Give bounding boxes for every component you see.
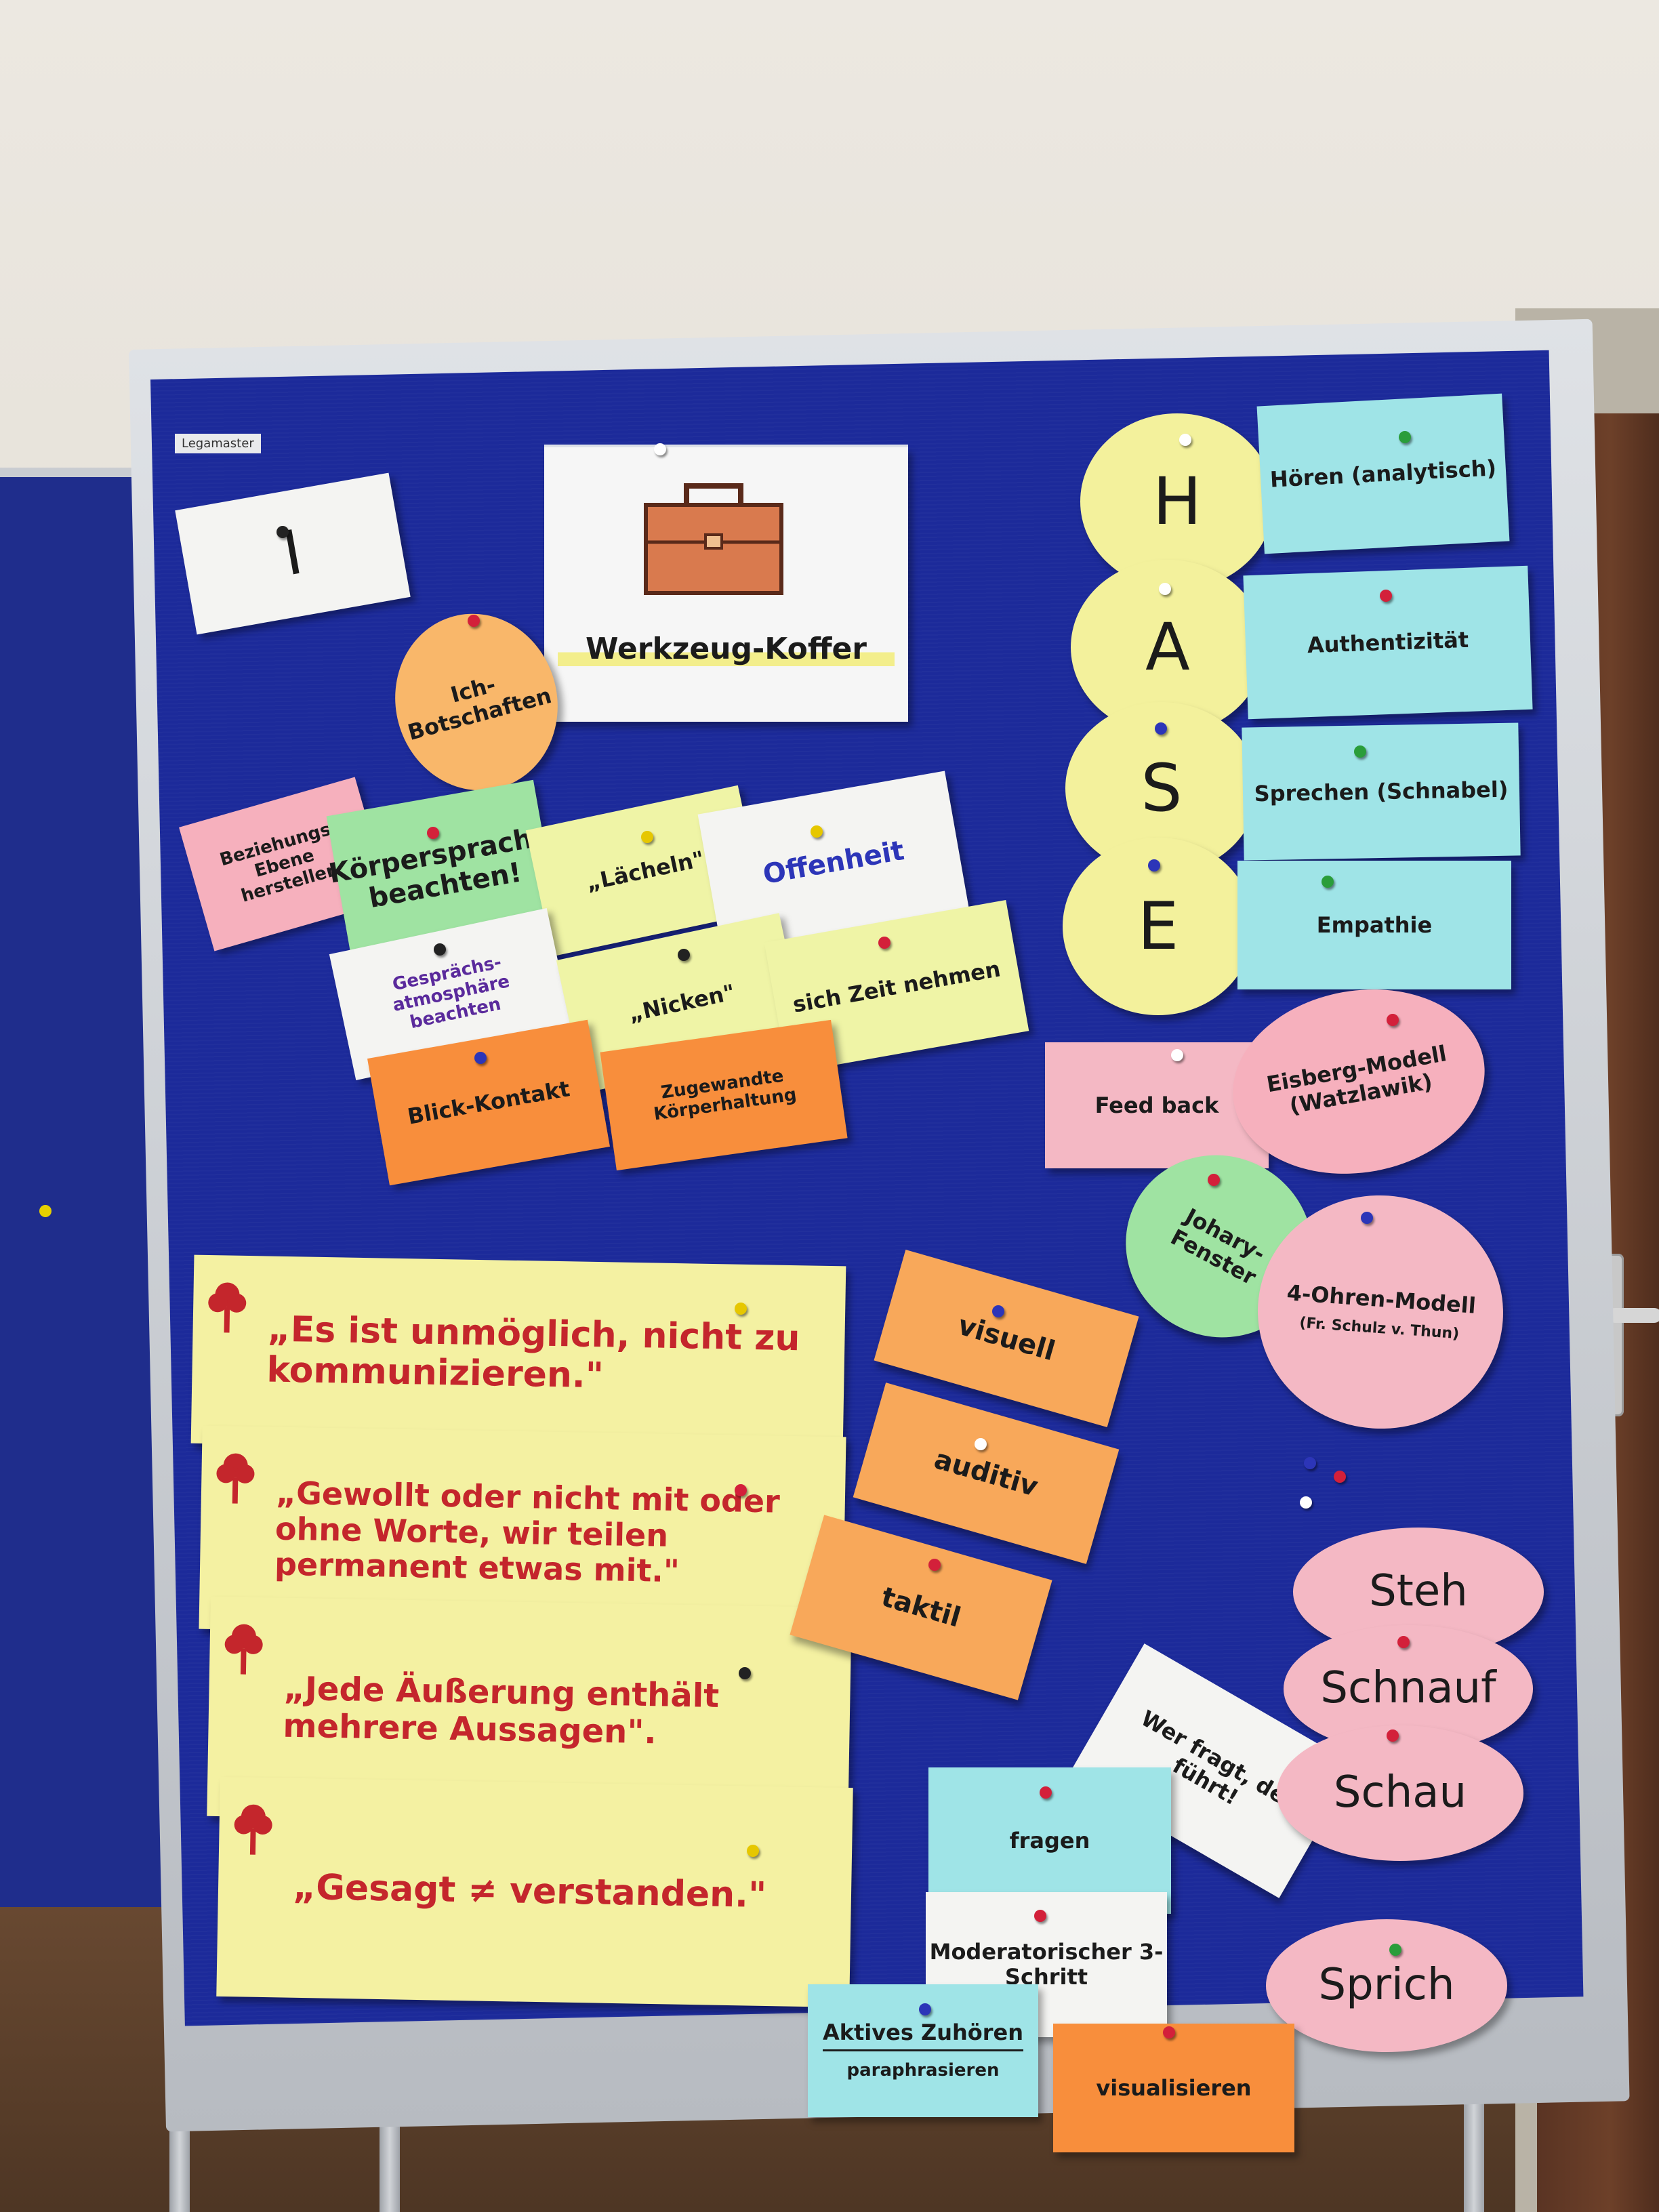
pin-icon bbox=[739, 1667, 751, 1679]
pin-icon bbox=[641, 831, 653, 843]
pin-icon bbox=[1361, 1212, 1373, 1224]
pin-icon bbox=[434, 943, 446, 956]
briefcase-icon bbox=[644, 483, 783, 595]
pin-icon bbox=[811, 825, 823, 838]
pin-icon bbox=[1159, 583, 1171, 595]
pin-icon bbox=[39, 1205, 52, 1217]
pin-icon bbox=[468, 615, 480, 627]
quote-card-3: „Jede Äußerung enthält mehrere Aussagen"… bbox=[207, 1596, 852, 1828]
hase-hoeren-card: Hören (analytisch) bbox=[1256, 393, 1510, 554]
pin-icon bbox=[654, 443, 666, 455]
pin-icon bbox=[1163, 2026, 1175, 2039]
pin-icon bbox=[427, 827, 439, 839]
pin-icon bbox=[1300, 1496, 1312, 1509]
hase-sprechen-card: Sprechen (Schnabel) bbox=[1242, 722, 1521, 861]
visualisieren-card: visualisieren bbox=[1053, 2024, 1294, 2152]
pin-icon bbox=[1399, 431, 1411, 443]
hase-authentizitaet-card: Authentizität bbox=[1243, 565, 1533, 720]
pin-icon bbox=[1380, 590, 1392, 602]
pin-icon bbox=[678, 949, 690, 961]
pin-icon bbox=[1387, 1014, 1399, 1026]
aktives-zuhoeren-title: Aktives Zuhören bbox=[822, 2020, 1024, 2051]
paraphrasieren-label: paraphrasieren bbox=[846, 2060, 1000, 2081]
door-handle-icon bbox=[1607, 1308, 1659, 1323]
pin-icon bbox=[1389, 1944, 1401, 1956]
toolbox-sheet: Werkzeug-Koffer bbox=[544, 447, 908, 722]
vier-ohren-subtitle: (Fr. Schulz v. Thun) bbox=[1298, 1314, 1460, 1343]
tree-icon bbox=[216, 1453, 255, 1504]
quote-card-2: „Gewollt oder nicht mit oder ohne Worte,… bbox=[199, 1425, 846, 1641]
pin-icon bbox=[1304, 1457, 1316, 1469]
pin-icon bbox=[919, 2003, 931, 2015]
pin-icon bbox=[1397, 1636, 1410, 1648]
tree-icon bbox=[208, 1282, 247, 1333]
pin-icon bbox=[276, 526, 289, 538]
pin-icon bbox=[992, 1305, 1004, 1317]
quote-card-4: „Gesagt ≠ verstanden." bbox=[216, 1776, 853, 2008]
pin-icon bbox=[735, 1303, 747, 1315]
pin-icon bbox=[878, 937, 890, 949]
pin-icon bbox=[975, 1438, 987, 1450]
pin-icon bbox=[1354, 745, 1366, 758]
pin-icon bbox=[1322, 876, 1334, 888]
quote-card-1: „Es ist unmöglich, nicht zu kommuniziere… bbox=[190, 1254, 846, 1455]
toolbox-label: Werkzeug-Koffer bbox=[558, 632, 895, 666]
steh-ellipse: Steh bbox=[1293, 1528, 1544, 1656]
vier-ohren-title: 4-Ohren-Modell bbox=[1286, 1279, 1477, 1319]
sprich-ellipse: Sprich bbox=[1266, 1919, 1507, 2052]
feedback-card: Feed back bbox=[1045, 1042, 1269, 1168]
pin-icon bbox=[747, 1845, 759, 1857]
pin-icon bbox=[1171, 1049, 1183, 1061]
pin-icon bbox=[1034, 1910, 1046, 1922]
pin-icon bbox=[1387, 1729, 1399, 1742]
tree-icon bbox=[224, 1624, 263, 1675]
pin-icon bbox=[1155, 722, 1167, 735]
pin-icon bbox=[1179, 434, 1191, 446]
pin-icon bbox=[1148, 859, 1160, 872]
pin-icon bbox=[928, 1559, 941, 1571]
hase-empathie-card: Empathie bbox=[1237, 861, 1511, 989]
tree-icon bbox=[234, 1804, 272, 1855]
pin-icon bbox=[474, 1052, 487, 1064]
pin-icon bbox=[735, 1484, 747, 1496]
pin-icon bbox=[1334, 1471, 1346, 1483]
pin-icon bbox=[1208, 1174, 1220, 1186]
schau-ellipse: Schau bbox=[1277, 1725, 1523, 1861]
pin-icon bbox=[1040, 1786, 1052, 1799]
board-brand-label: Legamaster bbox=[175, 434, 261, 453]
